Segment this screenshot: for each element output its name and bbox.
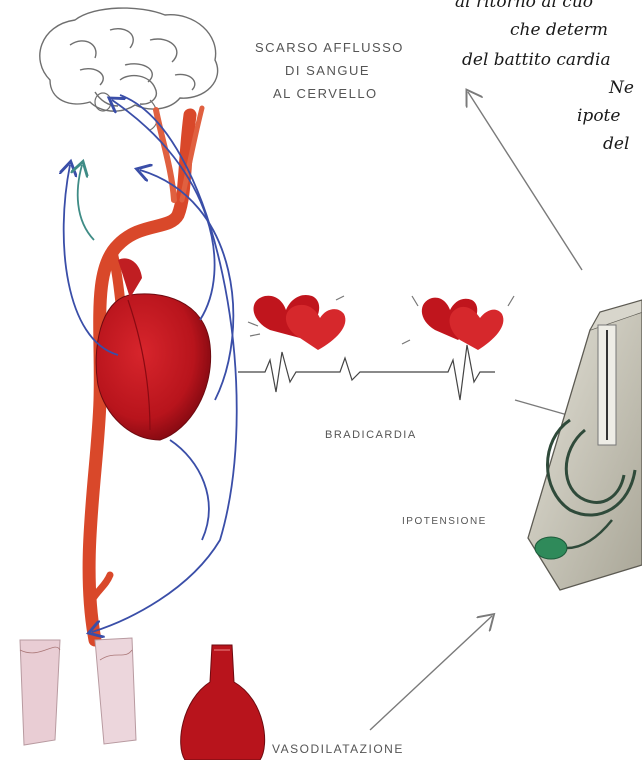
- bradicardia-hearts: [248, 295, 514, 350]
- dilated-vessel-drawing: [181, 645, 265, 760]
- brain-label-line-3: AL CERVELLO: [273, 86, 378, 101]
- vasodilatazione-label: VASODILATAZIONE: [272, 742, 404, 756]
- sphygmomanometer: [528, 300, 642, 590]
- brain-label-line-1: SCARSO AFFLUSSO: [255, 40, 404, 55]
- ipotensione-label: IPOTENSIONE: [402, 516, 487, 527]
- brain-label-line-2: DI SANGUE: [285, 63, 370, 78]
- bradicardia-label: BRADICARDIA: [325, 429, 417, 441]
- gray-arrows: [370, 92, 582, 730]
- tissue-drawing: [20, 638, 136, 745]
- ecg-trace: [238, 345, 495, 400]
